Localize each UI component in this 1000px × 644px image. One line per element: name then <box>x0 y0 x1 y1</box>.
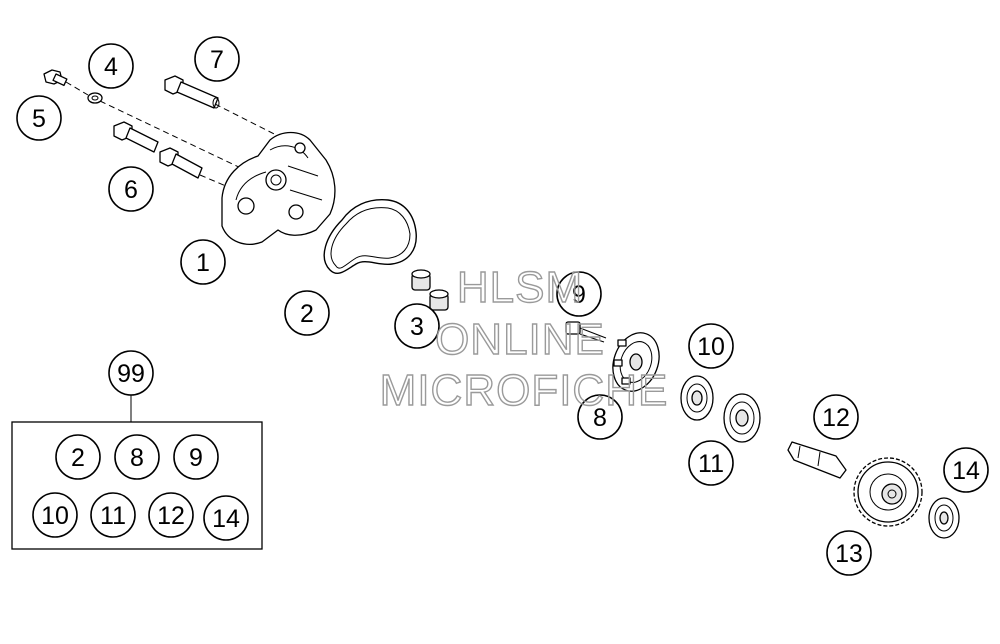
bearing-11[interactable] <box>723 393 761 443</box>
kit-item-8[interactable]: 8 <box>114 434 160 480</box>
callout-12[interactable]: 12 <box>813 394 859 440</box>
callout-14[interactable]: 14 <box>943 447 989 493</box>
callout-label: 7 <box>210 46 224 74</box>
callout-99[interactable]: 99 <box>108 350 154 396</box>
callout-label: 2 <box>300 300 314 328</box>
watermark: HLSM ONLINE MICROFICHE <box>379 262 669 415</box>
watermark-line-2: ONLINE <box>435 315 605 364</box>
kit-item-label: 9 <box>189 444 203 472</box>
leader-lines <box>65 81 291 422</box>
gear-13[interactable] <box>853 457 923 527</box>
bolt-6-upper[interactable] <box>113 121 159 153</box>
kit-item-2[interactable]: 2 <box>55 434 101 480</box>
bearing-10[interactable] <box>680 375 714 421</box>
gasket-2[interactable] <box>323 199 417 274</box>
callout-2[interactable]: 2 <box>284 290 330 336</box>
impeller-8[interactable] <box>605 326 667 397</box>
callout-4[interactable]: 4 <box>88 43 134 89</box>
watermark-line-3: MICROFICHE <box>380 366 669 415</box>
callout-label: 3 <box>410 313 424 341</box>
callout-label: 14 <box>952 457 980 485</box>
callout-label: 5 <box>32 105 46 133</box>
sleeve-3-upper[interactable] <box>411 269 431 291</box>
kit-item-label: 8 <box>130 444 144 472</box>
callout-6[interactable]: 6 <box>108 166 154 212</box>
kit-item-label: 11 <box>100 502 126 530</box>
callout-3[interactable]: 3 <box>394 303 440 349</box>
kit-item-10[interactable]: 10 <box>32 492 78 538</box>
callout-1[interactable]: 1 <box>180 239 226 285</box>
callout-13[interactable]: 13 <box>826 530 872 576</box>
callout-8[interactable]: 8 <box>577 394 623 440</box>
callout-label: 6 <box>124 176 138 204</box>
callout-11[interactable]: 11 <box>688 440 734 486</box>
bearing-14[interactable] <box>928 497 960 539</box>
kit-item-label: 14 <box>212 505 240 533</box>
kit-item-label: 10 <box>41 502 69 530</box>
callout-7[interactable]: 7 <box>194 36 240 82</box>
screw-9[interactable] <box>565 321 607 343</box>
sleeve-3-lower[interactable] <box>429 289 449 311</box>
callout-label: 8 <box>593 404 607 432</box>
kit-label: 99 <box>117 360 145 388</box>
kit-item-label: 2 <box>71 444 85 472</box>
callout-label: 13 <box>835 540 863 568</box>
bolt-7[interactable] <box>164 75 220 109</box>
callout-label: 9 <box>572 281 586 309</box>
callout-label: 1 <box>196 249 210 277</box>
watermark-line-1: HLSM <box>457 263 583 312</box>
kit-item-12[interactable]: 12 <box>148 492 194 538</box>
kit-item-label: 12 <box>157 502 185 530</box>
callout-5[interactable]: 5 <box>16 95 62 141</box>
kit-item-9[interactable]: 9 <box>173 434 219 480</box>
bolt-6-lower[interactable] <box>159 147 203 179</box>
callout-label: 10 <box>697 333 725 361</box>
callout-label: 11 <box>698 450 724 478</box>
callout-label: 12 <box>822 404 850 432</box>
callout-label: 4 <box>104 53 118 81</box>
callout-10[interactable]: 10 <box>688 323 734 369</box>
callout-9[interactable]: 9 <box>556 271 602 317</box>
washer-4[interactable] <box>87 92 103 104</box>
kit-item-11[interactable]: 11 <box>90 492 136 538</box>
kit-box <box>11 421 263 550</box>
shaft-12[interactable] <box>787 441 847 479</box>
pump-cover-1[interactable] <box>221 131 336 245</box>
kit-item-14[interactable]: 14 <box>203 495 249 541</box>
bolt-5[interactable] <box>43 69 68 87</box>
